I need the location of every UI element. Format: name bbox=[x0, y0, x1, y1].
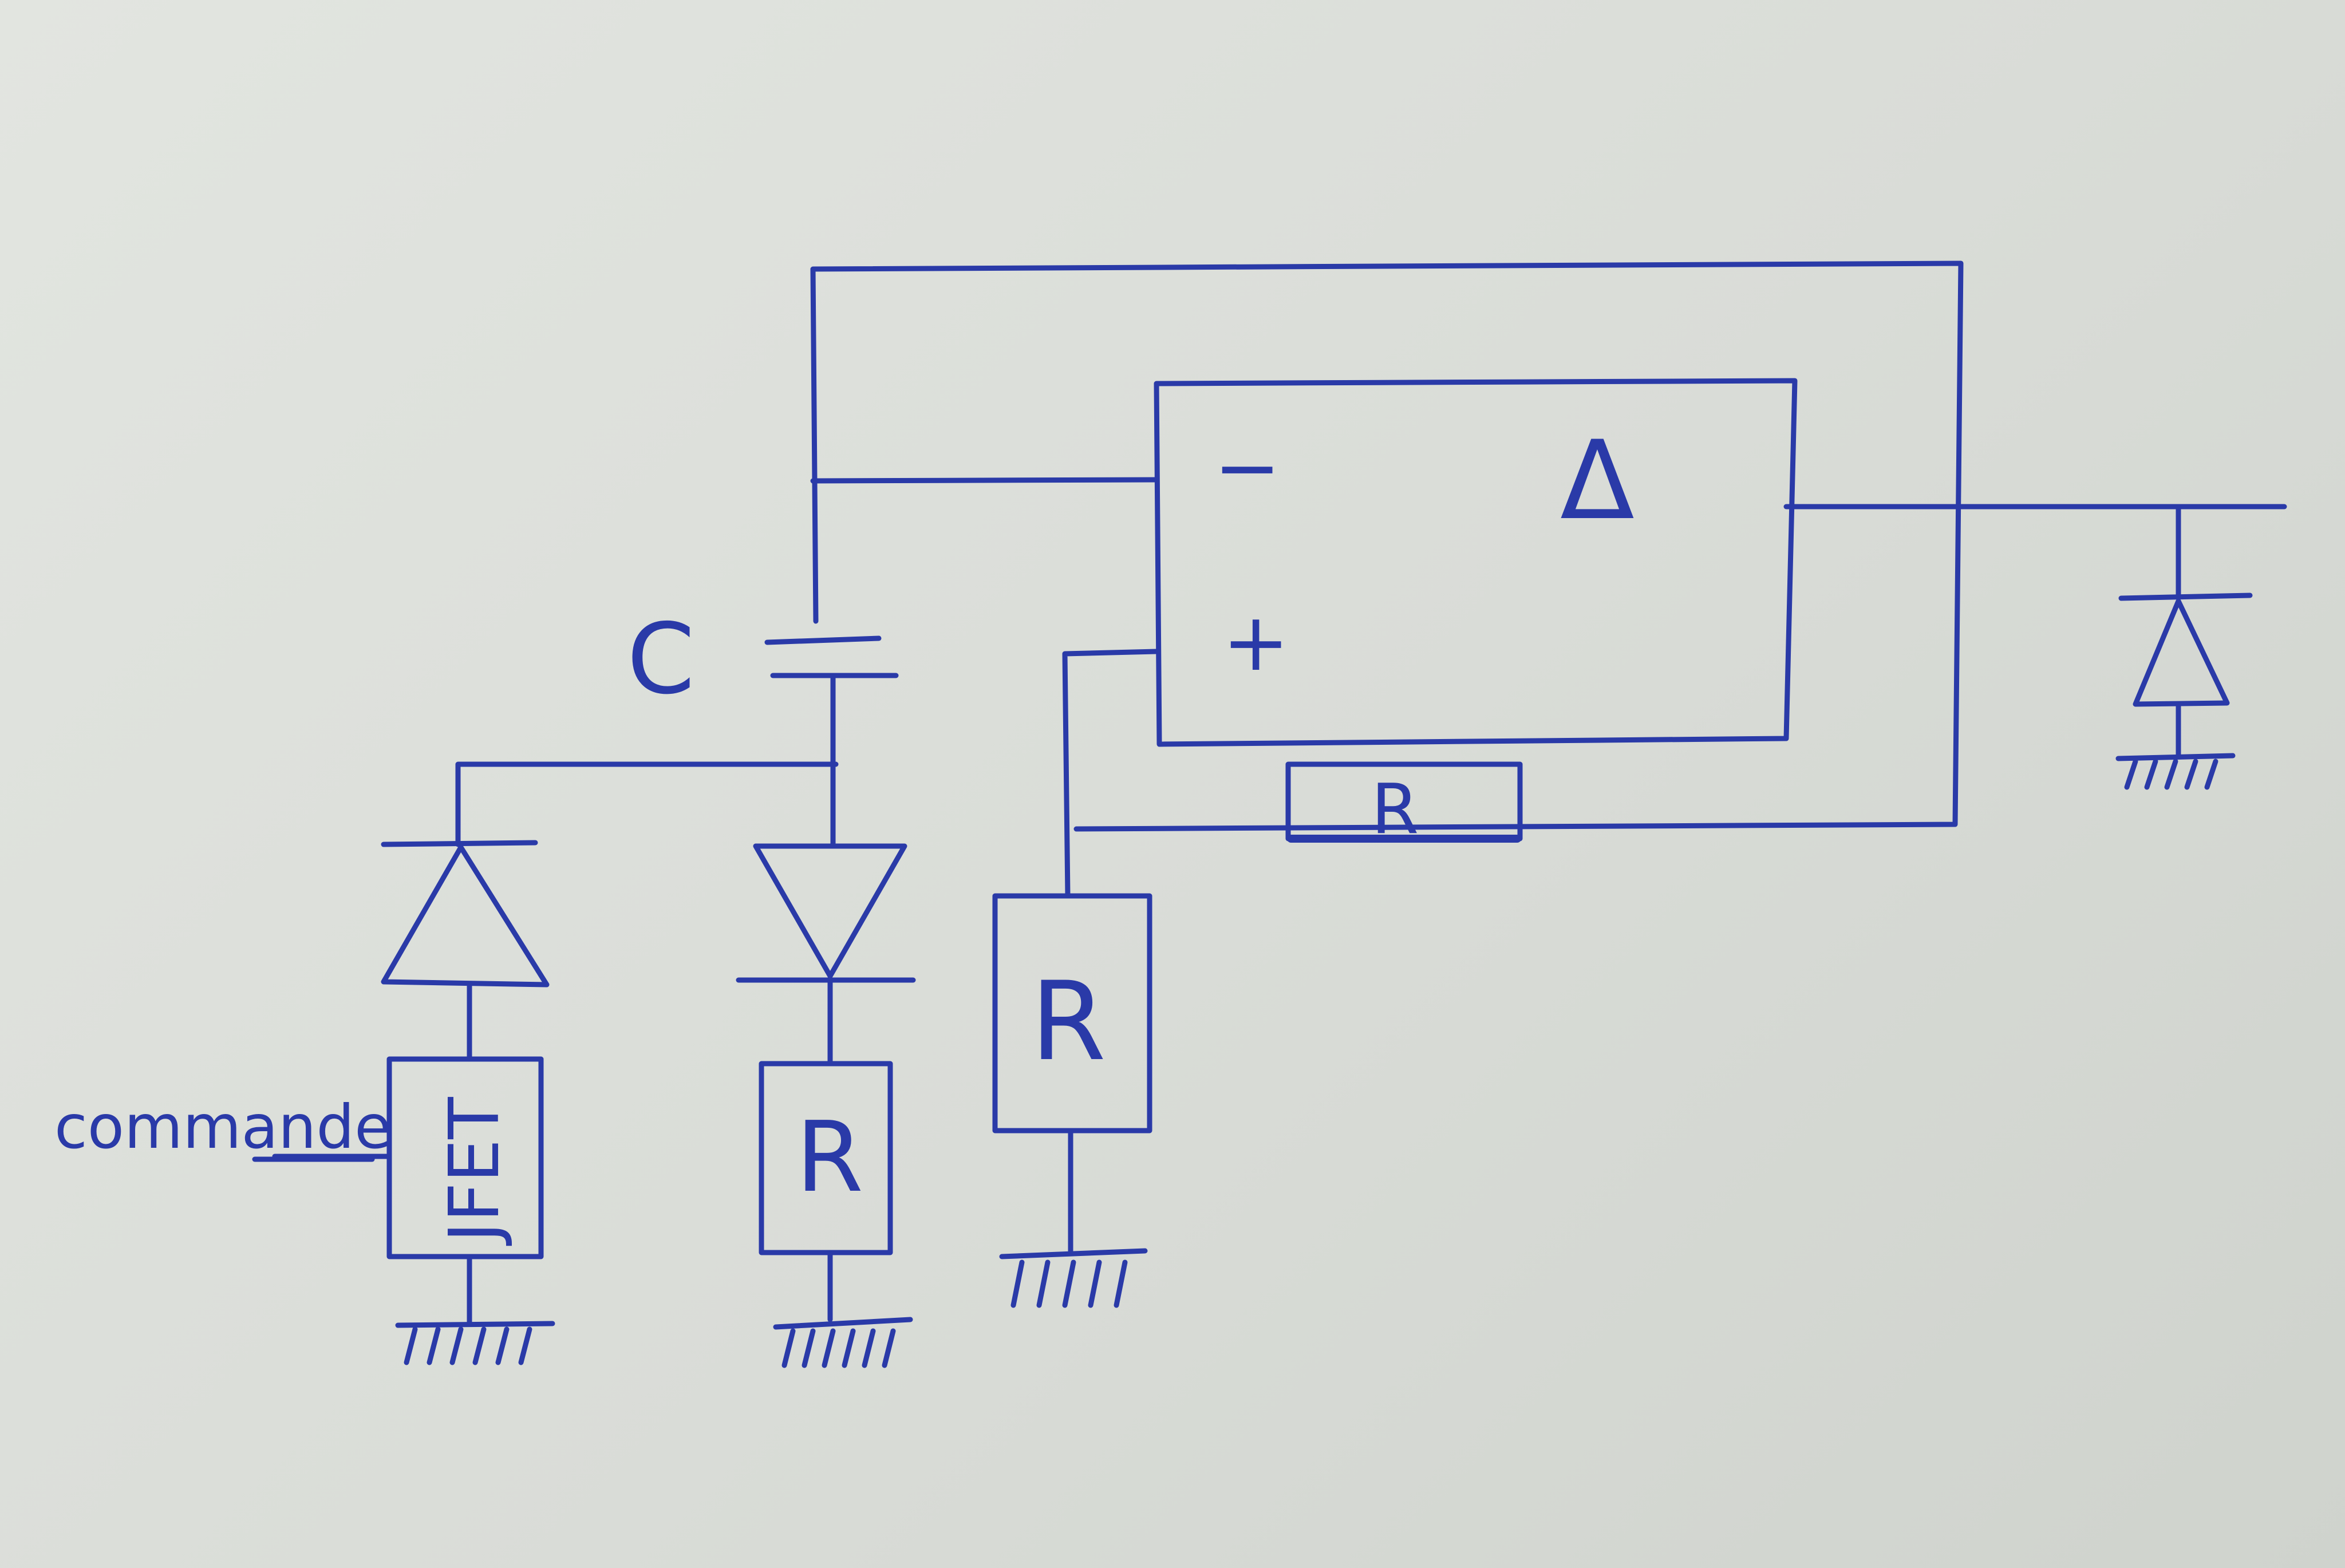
output-ground-icon bbox=[2115, 753, 2236, 790]
minus-input-wire bbox=[810, 477, 1159, 484]
input-resistor-label: R bbox=[1031, 958, 1106, 1085]
jfet-label: JFET bbox=[435, 1097, 515, 1246]
series-resistor bbox=[759, 1061, 893, 1255]
resistor-ground-icon bbox=[999, 1248, 1148, 1308]
center-ground-icon bbox=[773, 1317, 913, 1368]
jfet-ground-icon bbox=[395, 1321, 555, 1365]
capacitor-label: C bbox=[627, 603, 695, 716]
capacitor bbox=[764, 635, 899, 767]
output-diode bbox=[2118, 504, 2253, 759]
feedback-resistor-label: R bbox=[1371, 770, 1419, 850]
opamp-box bbox=[1154, 378, 1798, 747]
plus-input-wire bbox=[1062, 649, 1159, 899]
node-wire bbox=[455, 761, 839, 847]
series-resistor-label: R bbox=[796, 1101, 863, 1214]
left-diode bbox=[381, 840, 550, 1042]
control-label: commande bbox=[54, 1092, 392, 1162]
opamp-delta-label: Δ bbox=[1560, 417, 1635, 544]
opamp-minus-label: − bbox=[1214, 421, 1281, 515]
opamp-plus-label: + bbox=[1222, 596, 1289, 689]
top-feedback-wire bbox=[810, 260, 1964, 832]
center-diode bbox=[736, 761, 916, 1067]
